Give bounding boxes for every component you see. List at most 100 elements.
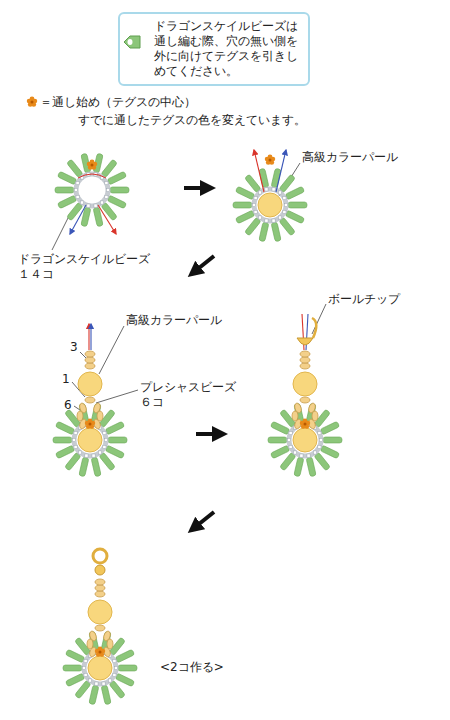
color-pearl [88,600,112,624]
thread [276,150,286,192]
dragon-scale-bead [55,421,75,435]
color-pearl [293,428,317,452]
ring-bead [319,438,322,441]
dragon-scale-bead [57,171,77,185]
precious-bead [95,591,105,597]
ring-bead [87,204,90,207]
dragon-scale-bead [107,195,127,209]
petal-center [89,423,92,426]
thread-ring [84,652,116,684]
precious-bead [300,397,310,403]
dragon-scale-bead [105,445,125,459]
thread [254,150,264,192]
ring-bead [74,431,77,434]
ring-bead [300,454,303,457]
ball-tip [95,565,105,575]
dragon-scale-bead [63,665,82,671]
note-box: ドラゴンスケイルビーズは通し編む際、穴の無い側を外に向けてテグスを引きしめてくだ… [118,12,310,86]
ring-bead [94,204,97,207]
start-marker [27,97,38,107]
dragon-scale-bead [306,457,316,477]
dragon-scale-bead [57,195,77,209]
thread-ring [254,189,286,221]
dragon-scale-bead [79,457,89,477]
note: すでに通したテグスの色を変えています。 [78,113,306,128]
dragon-scale-bead [270,445,290,459]
legend-note: ＝通し始め（テグスの中心） [40,95,196,110]
dragon-scale-bead [285,210,305,224]
dragon-scale-bead [115,649,135,663]
ring-bead [88,679,91,682]
ring-bead [108,679,111,682]
dragon-scale-bead [271,222,281,242]
start-marker [300,419,311,429]
ring-bead [84,673,87,676]
ring-bead [272,188,275,191]
color-pearl [88,656,112,680]
start-marker [87,160,98,170]
dragon-scale-bead [101,685,111,705]
precious-bead [85,351,95,357]
petal-center [91,164,94,167]
dragon-scale-bead [233,202,252,208]
dragon-scale-bead [101,202,118,221]
thread [90,324,91,350]
callout-number: 6 [64,398,72,413]
ring-bead [289,445,292,448]
ring-bead [106,188,109,191]
ring-bead [254,210,257,213]
ring-bead [104,438,107,441]
precious-bead [85,363,95,369]
ring-bead [74,188,77,191]
dragon-scale-bead [107,171,127,185]
ring-bead [98,451,101,454]
callout-number: 3 [70,340,78,355]
dragon-scale-bead [109,680,126,699]
thread-ring [74,424,106,456]
precious-bead [85,357,95,363]
dragon-scale-bead [67,202,84,221]
color-pearl [293,372,317,396]
note-text: ドラゴンスケイルビーズは通し編む際、穴の無い側を外に向けてテグスを引きしめてくだ… [154,19,302,79]
ring-bead [265,219,268,222]
ring-bead [105,181,108,184]
ring-bead [278,191,281,194]
bead-icon [124,36,140,48]
ring-bead [283,196,286,199]
ring-bead [284,203,287,206]
dragon-scale-bead [320,445,340,459]
ring-bead [78,451,81,454]
part-label: ドラゴンスケイルビーズ １４コ [18,252,158,282]
dragon-scale-bead [108,437,127,443]
dragon-scale-bead [99,452,116,471]
flower-motif [63,631,137,704]
ring-bead [114,666,117,669]
ring-bead [265,188,268,191]
ring-bead [283,210,286,213]
precious-bead [300,357,310,363]
dragon-scale-bead [81,153,91,173]
ring-bead [307,454,310,457]
dragon-scale-bead [268,437,287,443]
ring-bead [272,219,275,222]
thread-ring [76,174,108,206]
dragon-scale-bead [320,421,340,435]
callout-number: 1 [62,372,70,387]
ring-bead [72,438,75,441]
precious-bead [300,363,310,369]
ring-bead [258,216,261,219]
flower-motif [53,403,127,476]
color-pearl [78,428,102,452]
start-marker [95,647,106,657]
petal-center [31,101,34,104]
dragon-scale-bead [280,452,297,471]
dragon-scale-bead [288,202,307,208]
leader-line [52,163,326,410]
dragon-scale-bead [65,673,85,687]
ring-bead [278,216,281,219]
precious-bead [95,579,105,585]
dragon-scale-bead [279,217,296,236]
ring-bead [102,682,105,685]
petal-center [99,651,102,654]
dragon-scale-bead [235,210,255,224]
